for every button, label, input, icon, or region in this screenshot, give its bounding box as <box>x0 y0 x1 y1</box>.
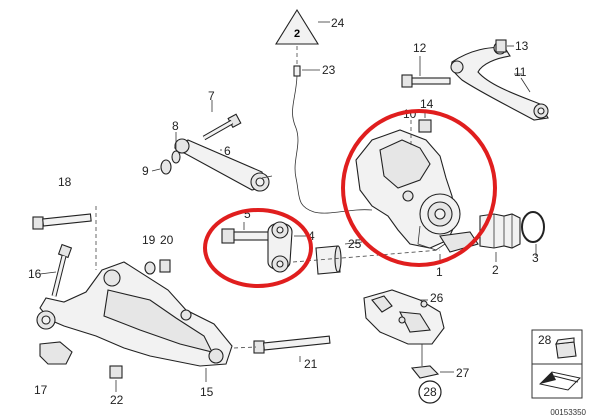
callout-22: 22 <box>110 393 124 407</box>
bolt-5 <box>221 228 275 244</box>
circlip-3 <box>521 211 545 243</box>
callout-1: 1 <box>436 265 443 279</box>
bolt-16 <box>51 243 73 297</box>
washer-19 <box>144 261 156 275</box>
callout-14: 14 <box>420 97 434 111</box>
callout-24: 24 <box>331 16 345 30</box>
washer-8 <box>171 150 181 164</box>
callout-27: 27 <box>456 366 470 380</box>
sensor-assembly-26 <box>363 289 445 366</box>
track-rod-link-6 <box>173 138 270 192</box>
callout-7: 7 <box>208 89 215 103</box>
abs-sensor-cable <box>292 65 373 214</box>
callout-2: 2 <box>492 263 499 277</box>
callout-26: 26 <box>430 291 444 305</box>
bolt-21 <box>253 335 331 354</box>
bolt-12 <box>401 74 451 88</box>
callout-28-circle <box>418 380 442 404</box>
clip-27 <box>410 365 440 379</box>
callout-23: 23 <box>322 63 336 77</box>
bushing-sleeve-25 <box>315 245 342 275</box>
callout-11: 11 <box>514 65 527 79</box>
nut-20 <box>159 259 171 273</box>
callout-20: 20 <box>160 233 174 247</box>
bolt-7 <box>202 113 242 141</box>
callout-25: 25 <box>348 237 362 251</box>
callout-28-inset: 28 <box>538 333 552 347</box>
bolt-18 <box>32 213 92 230</box>
callout-17: 17 <box>34 383 48 397</box>
nut-14 <box>418 119 432 133</box>
callout-4: 4 <box>308 229 315 243</box>
nut-9 <box>160 159 172 175</box>
nut-13 <box>495 39 507 53</box>
highlight-wheel-carrier <box>341 109 497 267</box>
callout-19: 19 <box>142 233 156 247</box>
arrow-icon <box>538 371 582 391</box>
callout-16: 16 <box>28 267 42 281</box>
callout-3: 3 <box>532 251 539 265</box>
callout-8: 8 <box>172 119 179 133</box>
cv-boot-2 <box>479 213 521 249</box>
callout-21: 21 <box>304 357 318 371</box>
callout-12: 12 <box>413 41 427 55</box>
lower-control-arm-15 <box>36 261 233 367</box>
callout-18: 18 <box>58 175 72 189</box>
callout-13: 13 <box>515 39 529 53</box>
upper-control-arm <box>450 41 549 121</box>
bracket-17 <box>39 341 73 365</box>
callout-5: 5 <box>244 207 251 221</box>
callout-6: 6 <box>224 144 231 158</box>
callout-15: 15 <box>200 385 214 399</box>
link-4 <box>267 221 293 273</box>
reference-number: 00153350 <box>550 408 586 417</box>
bearing-1 <box>439 231 479 253</box>
warning-triangle-number: 2 <box>294 28 300 40</box>
callout-9: 9 <box>142 164 149 178</box>
warning-triangle-icon: 2 <box>275 8 319 45</box>
callout-28: 28 <box>423 385 437 399</box>
highlight-link-and-bolt <box>203 208 313 288</box>
wheel-carrier <box>355 129 461 251</box>
nut-22 <box>109 365 123 379</box>
